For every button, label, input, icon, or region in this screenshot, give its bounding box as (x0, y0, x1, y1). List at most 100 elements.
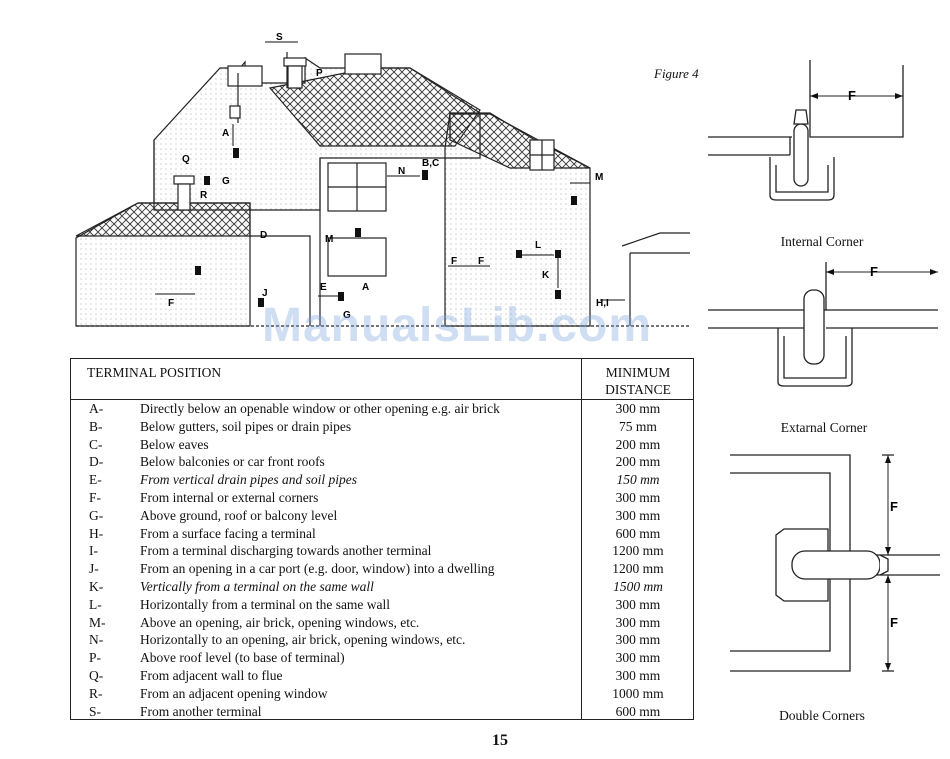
row-desc: Below gutters, soil pipes or drain pipes (140, 418, 352, 434)
internal-corner-f-label: F (848, 88, 856, 103)
row-desc: Below balconies or car front roofs (140, 454, 325, 470)
row-code: N- (89, 632, 104, 648)
label-f1: F (451, 256, 457, 267)
table-row: N-Horizontally to an opening, air brick,… (71, 631, 693, 649)
row-dist: 300 mm (615, 507, 661, 523)
table-row: L- Horizontally from a terminal on the sa… (71, 596, 693, 614)
row-code: H- (89, 525, 104, 541)
row-desc: Above roof level (to base of terminal) (140, 650, 345, 666)
double-corners-diagram: F F (730, 454, 940, 672)
row-dist: 600 mm (615, 525, 661, 541)
label-r: R (200, 190, 208, 201)
row-code: L- (89, 596, 102, 612)
double-corner-f-bottom: F (890, 615, 898, 630)
label-p: P (316, 68, 323, 79)
row-dist: 300 mm (615, 614, 661, 630)
row-code: S- (89, 703, 102, 719)
column-header-position: TERMINAL POSITION (87, 365, 222, 380)
table-row: A- Directly below an openable window or o… (71, 400, 693, 418)
row-code: Q- (89, 667, 104, 683)
row-dist: 300 mm (615, 667, 661, 683)
internal-corner-caption: Internal Corner (780, 234, 864, 249)
row-dist: 200 mm (615, 436, 661, 452)
row-code: M- (89, 614, 106, 630)
row-dist: 300 mm (615, 650, 661, 666)
row-desc: From an adjacent opening window (140, 685, 328, 701)
table-row: P-Above roof level (to base of terminal)… (71, 649, 693, 667)
internal-corner-diagram: F (708, 60, 904, 201)
page-number: 15 (492, 732, 508, 749)
terminal-position-table: TERMINAL POSITION MINIMUM DISTANCE A- Dir… (70, 358, 694, 720)
table-row: M- Above an opening, air brick, opening w… (71, 614, 693, 632)
table-row: Q- From adjacent wall to flue 300 mm (71, 667, 693, 685)
label-d: D (260, 230, 267, 241)
table-row: B- Below gutters, soil pipes or drain pip… (71, 418, 693, 436)
row-desc: From another terminal (140, 703, 262, 719)
row-desc: From vertical drain pipes and soil pipes (140, 472, 357, 488)
row-code: D- (89, 454, 104, 470)
row-desc: Directly below an openable window or oth… (140, 401, 500, 416)
row-dist: 300 mm (615, 489, 661, 505)
external-corner-f-label: F (870, 264, 878, 279)
label-n: N (398, 166, 405, 177)
row-dist: 1200 mm (612, 543, 664, 559)
row-dist: 600 mm (615, 703, 661, 719)
row-desc: Vertically from a terminal on the same w… (140, 578, 374, 594)
row-dist: 1000 mm (612, 685, 664, 701)
row-code: R- (89, 685, 103, 701)
row-code: G- (89, 507, 104, 523)
label-q: Q (182, 154, 190, 165)
table-rows: A- Directly below an openable window or o… (71, 400, 693, 720)
label-a2: A (362, 282, 369, 293)
row-code: E- (89, 472, 102, 488)
label-bc: B,C (422, 158, 439, 169)
external-corner-diagram: F (708, 262, 938, 387)
row-code: K- (89, 578, 104, 594)
row-desc: Horizontally from a terminal on the same… (140, 596, 391, 612)
table-row: S- From another terminal 600 mm (71, 703, 693, 721)
label-s: S (276, 32, 283, 43)
row-desc: From an opening in a car port (e.g. door… (140, 561, 495, 577)
row-dist: 1500 mm (613, 578, 663, 594)
double-corner-f-top: F (890, 499, 898, 514)
row-dist: 300 mm (615, 401, 661, 416)
label-g2: G (343, 310, 351, 321)
label-hi: H,I (596, 298, 609, 309)
row-code: F- (89, 489, 102, 505)
label-ml: M (325, 234, 333, 245)
house-terminal-diagram: S P A Q G R B,C N M D M L F F F K J E A … (75, 32, 690, 327)
row-code: A- (89, 401, 104, 416)
table-row: K- Vertically from a terminal on the same… (71, 578, 693, 596)
table-row: J- From an opening in a car port (e.g. do… (71, 560, 693, 578)
row-desc: From internal or external corners (140, 489, 319, 505)
watermark: ManualsLib.com (262, 299, 653, 352)
row-dist: 300 mm (615, 596, 661, 612)
label-f2: F (478, 256, 484, 267)
external-corner-caption: Extarnal Corner (780, 420, 868, 435)
label-g: G (222, 176, 230, 187)
table-row: R- From an adjacent opening window 1000 mm (71, 685, 693, 703)
row-dist: 75 mm (619, 418, 657, 434)
label-e: E (320, 282, 327, 293)
row-code: I- (89, 543, 98, 559)
label-m: M (595, 172, 603, 183)
label-a: A (222, 128, 229, 139)
table-row: F- From internal or external corners 300 m… (71, 489, 693, 507)
row-dist: 150 mm (616, 472, 660, 488)
table-row: I- From a terminal discharging towards an… (71, 542, 693, 560)
column-header-distance: MINIMUM DISTANCE (605, 365, 671, 397)
row-desc: Above an opening, air brick, opening win… (140, 614, 420, 630)
label-k: K (542, 270, 550, 281)
label-f3: F (168, 298, 174, 309)
row-code: J- (89, 561, 99, 577)
row-desc: From a terminal discharging towards anot… (140, 543, 432, 559)
label-j: J (262, 288, 268, 299)
row-dist: 300 mm (615, 632, 661, 648)
row-code: B- (89, 418, 103, 434)
row-desc: Below eaves (140, 436, 209, 452)
row-desc: From adjacent wall to flue (140, 667, 283, 683)
